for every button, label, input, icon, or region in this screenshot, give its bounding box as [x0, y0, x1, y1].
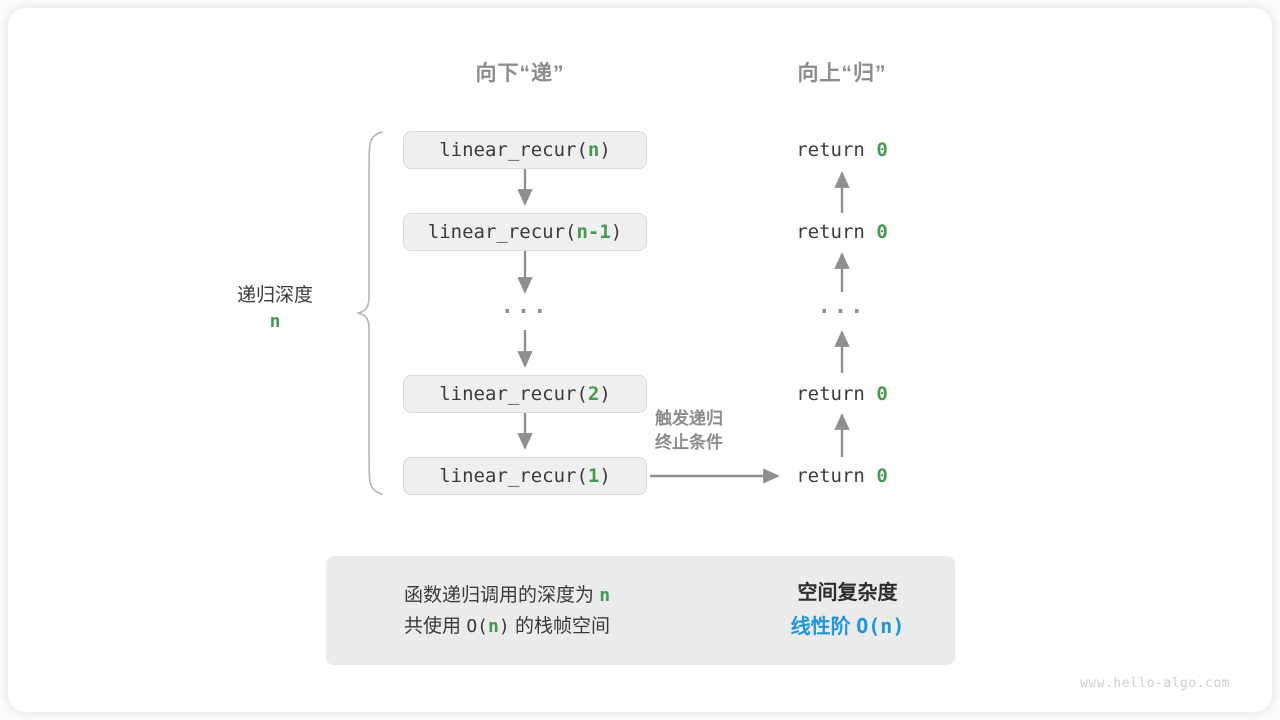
call-frame-label: linear_recur(n-1): [427, 221, 623, 243]
call-frame-label: linear_recur(n): [439, 139, 611, 161]
column-header-ascend: 向上“归”: [797, 62, 887, 85]
depth-brace: [357, 131, 383, 495]
summary-conclusion-value: 线性阶 O(n): [790, 614, 905, 638]
summary-premise-line2: 共使用 O(n) 的栈帧空间: [404, 615, 610, 637]
summary-panel: 函数递归调用的深度为 n 共使用 O(n) 的栈帧空间 空间复杂度 线性阶 O(…: [326, 556, 955, 665]
summary-premise-line1: 函数递归调用的深度为 n: [403, 584, 611, 606]
watermark: www.hello-algo.com: [1080, 676, 1230, 691]
call-frame-box[interactable]: linear_recur(n): [403, 131, 647, 169]
call-frame-box[interactable]: linear_recur(2): [403, 375, 647, 413]
ellipsis-descend: ···: [500, 300, 550, 325]
recursion-depth-text: 递归深度: [236, 285, 313, 306]
termination-note-line2: 终止条件: [655, 433, 723, 452]
call-frame-box[interactable]: linear_recur(n-1): [403, 213, 647, 251]
column-header-descend: 向下“递”: [475, 62, 565, 85]
return-statement: return 0: [796, 383, 888, 405]
return-statement: return 0: [796, 465, 888, 487]
call-frame-box[interactable]: linear_recur(1): [403, 457, 647, 495]
summary-conclusion-title: 空间复杂度: [797, 582, 898, 604]
recursion-depth-value: n: [269, 311, 281, 332]
return-statement: return 0: [796, 139, 888, 161]
summary-premise: 函数递归调用的深度为 n 共使用 O(n) 的栈帧空间: [326, 580, 666, 642]
call-frame-label: linear_recur(1): [439, 465, 611, 487]
termination-note-line1: 触发递归: [655, 409, 723, 428]
return-statement: return 0: [796, 221, 888, 243]
call-frame-label: linear_recur(2): [439, 383, 611, 405]
recursion-depth-label: 递归深度 n: [190, 283, 360, 335]
ellipsis-ascend: ···: [817, 300, 867, 325]
termination-note: 触发递归 终止条件: [655, 407, 805, 455]
summary-conclusion: 空间复杂度 线性阶 O(n): [752, 577, 955, 644]
